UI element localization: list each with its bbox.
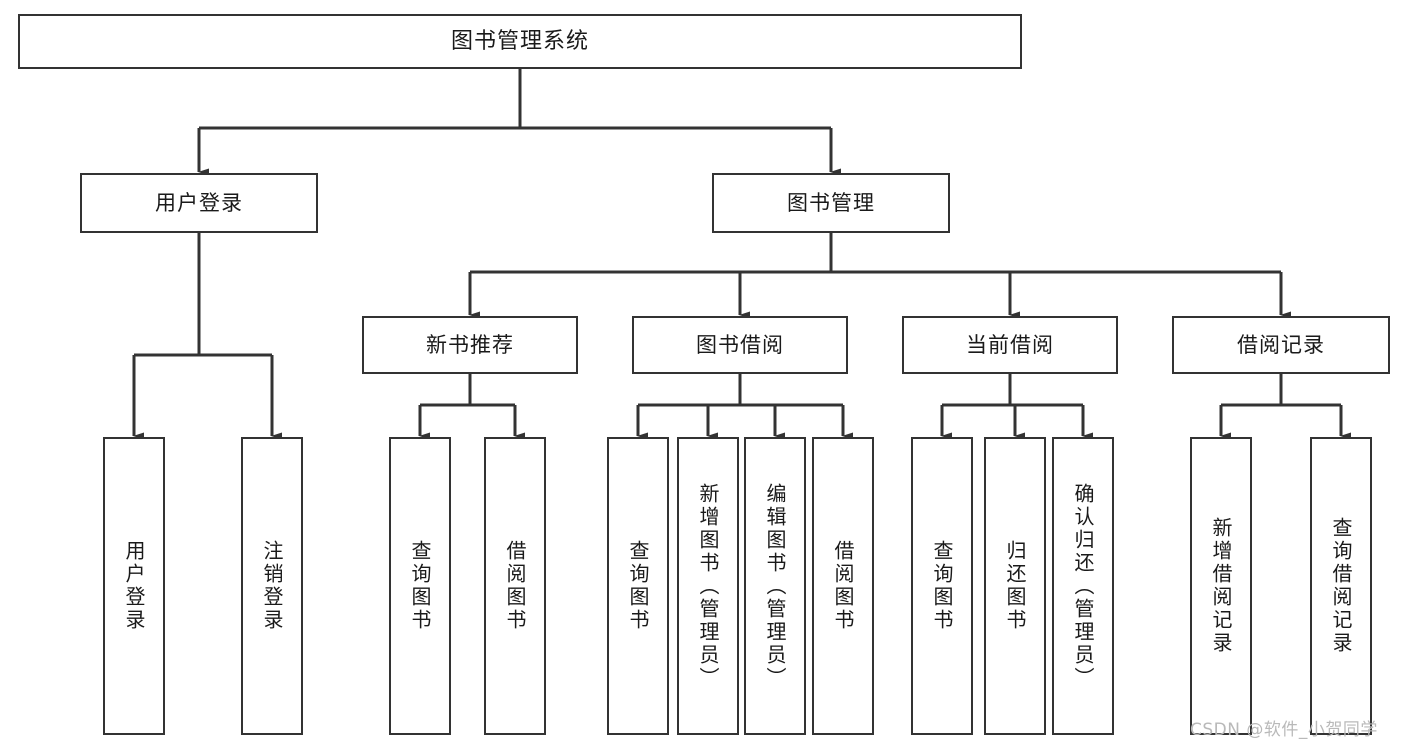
node-leaf-user-login-label: 用户登录 bbox=[122, 540, 146, 632]
node-book-borrow[interactable]: 图书借阅 bbox=[632, 316, 848, 374]
node-book-borrow-label: 图书借阅 bbox=[696, 332, 784, 357]
node-leaf-edit-book[interactable]: 编辑图书（管理员） bbox=[744, 437, 806, 735]
node-leaf-confirm-return[interactable]: 确认归还（管理员） bbox=[1052, 437, 1114, 735]
node-new-book-rec-label: 新书推荐 bbox=[426, 332, 514, 357]
node-leaf-query-book-3[interactable]: 查询图书 bbox=[911, 437, 973, 735]
node-leaf-edit-book-label: 编辑图书（管理员） bbox=[763, 482, 787, 690]
node-leaf-confirm-return-label: 确认归还（管理员） bbox=[1071, 482, 1095, 690]
node-leaf-query-book-3-label: 查询图书 bbox=[930, 540, 954, 632]
node-user-login-label: 用户登录 bbox=[155, 190, 243, 215]
node-leaf-borrow-book-1-label: 借阅图书 bbox=[503, 540, 527, 632]
node-leaf-add-record-label: 新增借阅记录 bbox=[1209, 517, 1233, 655]
node-root-label: 图书管理系统 bbox=[450, 28, 589, 54]
node-leaf-user-login[interactable]: 用户登录 bbox=[103, 437, 165, 735]
node-leaf-query-record[interactable]: 查询借阅记录 bbox=[1310, 437, 1372, 735]
watermark: CSDN @软件_小贺同学 bbox=[1190, 720, 1378, 740]
node-leaf-query-book-1[interactable]: 查询图书 bbox=[389, 437, 451, 735]
node-current-borrow[interactable]: 当前借阅 bbox=[902, 316, 1118, 374]
node-leaf-query-book-2-label: 查询图书 bbox=[626, 540, 650, 632]
node-leaf-query-book-2[interactable]: 查询图书 bbox=[607, 437, 669, 735]
node-leaf-add-record[interactable]: 新增借阅记录 bbox=[1190, 437, 1252, 735]
node-current-borrow-label: 当前借阅 bbox=[966, 332, 1054, 357]
node-leaf-return-book[interactable]: 归还图书 bbox=[984, 437, 1046, 735]
node-book-manage[interactable]: 图书管理 bbox=[712, 173, 950, 233]
node-borrow-record[interactable]: 借阅记录 bbox=[1172, 316, 1390, 374]
node-leaf-user-logout[interactable]: 注销登录 bbox=[241, 437, 303, 735]
node-leaf-query-record-label: 查询借阅记录 bbox=[1329, 517, 1353, 655]
node-user-login[interactable]: 用户登录 bbox=[80, 173, 318, 233]
node-new-book-rec[interactable]: 新书推荐 bbox=[362, 316, 578, 374]
node-leaf-borrow-book-1[interactable]: 借阅图书 bbox=[484, 437, 546, 735]
node-leaf-add-book[interactable]: 新增图书（管理员） bbox=[677, 437, 739, 735]
node-leaf-add-book-label: 新增图书（管理员） bbox=[696, 482, 720, 690]
node-leaf-user-logout-label: 注销登录 bbox=[260, 540, 284, 632]
node-leaf-borrow-book-2[interactable]: 借阅图书 bbox=[812, 437, 874, 735]
node-borrow-record-label: 借阅记录 bbox=[1237, 332, 1325, 357]
node-root[interactable]: 图书管理系统 bbox=[18, 14, 1022, 69]
node-book-manage-label: 图书管理 bbox=[787, 190, 875, 215]
node-leaf-query-book-1-label: 查询图书 bbox=[408, 540, 432, 632]
node-leaf-return-book-label: 归还图书 bbox=[1003, 540, 1027, 632]
node-leaf-borrow-book-2-label: 借阅图书 bbox=[831, 540, 855, 632]
